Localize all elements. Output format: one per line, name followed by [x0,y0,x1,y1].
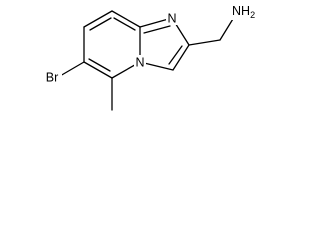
bond-c5-c6 [83,61,113,79]
bromine-label: Br [46,71,59,85]
n-ring-label-bg [166,11,178,25]
n-bridge-label: N [135,56,144,70]
bond-c8-c8a [111,10,141,28]
amine-label: NH2 [232,4,255,20]
bond-c2-ch2 [188,39,221,46]
n-bridge-label-bg [134,55,146,69]
bond-c6-br [59,61,85,77]
bromine-label-bg [42,70,62,84]
n-ring-label: N [167,12,176,26]
bond-c8a-n1-inner [143,25,171,34]
bond-c2-c3-inner [168,45,183,65]
bond-c2-c3 [172,44,190,71]
bond-c5-c6-inner [88,58,111,72]
amine-label-main: NH [232,4,250,18]
amine-label-subscript: 2 [250,10,255,20]
amine-label-bg [231,3,260,20]
bond-c8-c8a-inner [113,17,136,31]
bond-c7-c8-inner [89,17,112,31]
chemical-structure-diagram: N N Br NH2 [42,3,260,111]
bond-c7-c8 [83,10,113,28]
